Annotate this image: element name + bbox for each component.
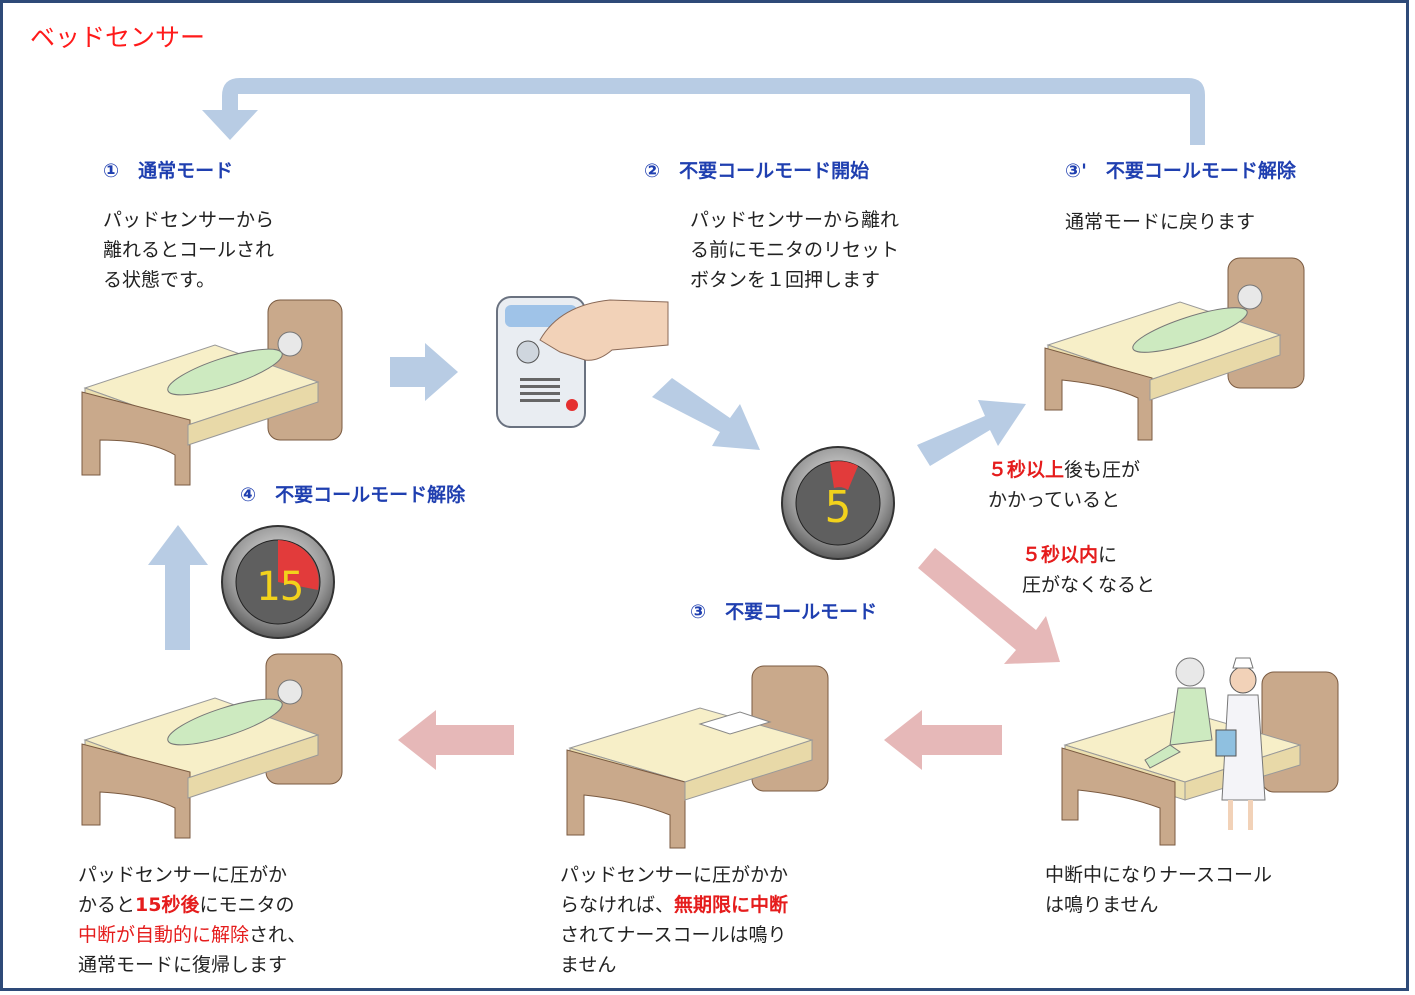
step-3-description: パッドセンサーに圧がかか らなければ、無期限に中断 されてナースコールは鳴り ま… — [560, 864, 789, 976]
timer-15-digit: 15 — [256, 564, 304, 610]
step-1-label: ① 通常モード — [103, 160, 234, 182]
arrow-2-to-timer — [652, 378, 760, 450]
timer-5-digit: 5 — [825, 482, 852, 533]
return-arrow — [202, 78, 1205, 145]
bed-empty — [566, 665, 829, 849]
step-3-label: ③ 不要コールモード — [690, 601, 878, 623]
arrow-timer-to-nurse — [918, 548, 1060, 664]
page-title: ベッドセンサー — [30, 23, 206, 52]
condition-over-5-seconds: ５秒以上後も圧が かかっていると — [988, 459, 1141, 511]
timer-5-seconds — [781, 446, 895, 560]
arrow-timer-to-3dash — [917, 400, 1026, 466]
timer-15-seconds — [221, 525, 335, 639]
condition-within-5-seconds: ５秒以内に 圧がなくなると — [1022, 544, 1156, 596]
step-2-description: パッドセンサーから離れ る前にモニタのリセット ボタンを１回押します — [690, 209, 900, 291]
step-3dash-description: 通常モードに戻ります — [1065, 211, 1256, 233]
monitor-device — [496, 296, 669, 428]
bed-normal-mode — [81, 299, 343, 486]
bed-release-mode — [81, 653, 343, 839]
step-4-description: パッドセンサーに圧がか かると15秒後にモニタの 中断が自動的に解除され、 通常… — [78, 864, 307, 976]
arrow-4-to-1 — [148, 525, 208, 650]
step-3dash-label: ③' 不要コールモード解除 — [1065, 160, 1296, 182]
step-2-label: ② 不要コールモード開始 — [644, 160, 870, 182]
arrow-nurse-to-empty — [884, 710, 1002, 770]
step-4-label: ④ 不要コールモード解除 — [240, 484, 466, 506]
bed-normal-restored — [1044, 257, 1305, 441]
arrow-1-to-2 — [390, 343, 458, 401]
nurse-call-description: 中断中になりナースコール は鳴りません — [1045, 864, 1273, 916]
step-1-description: パッドセンサーから 離れるとコールされ る状態です。 — [103, 209, 275, 291]
bed-with-nurse — [1061, 657, 1339, 846]
arrow-empty-to-4 — [398, 710, 514, 770]
